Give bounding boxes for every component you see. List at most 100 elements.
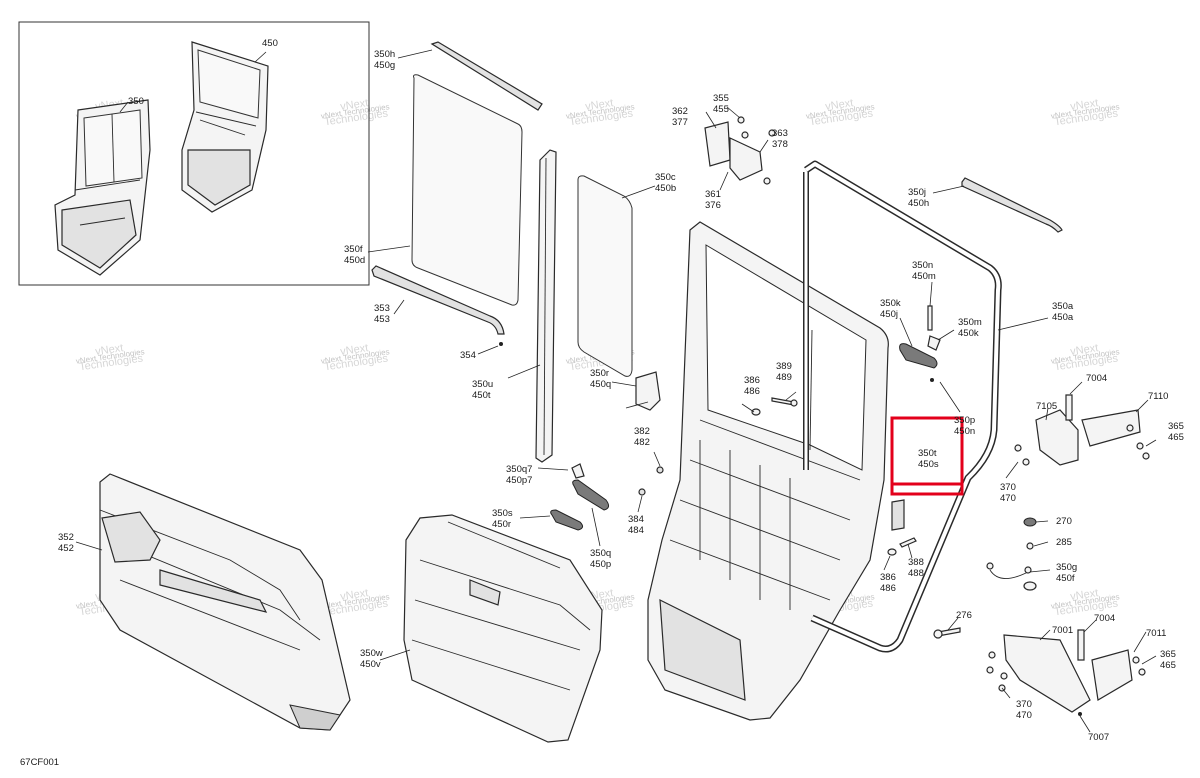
label-465-upper: 465 (1168, 432, 1184, 443)
label-388: 388 (908, 557, 924, 568)
label-450h: 450h (908, 198, 929, 209)
label-450p7: 450p7 (506, 475, 532, 486)
hinge-362 (704, 116, 776, 185)
bolt-388 (887, 537, 917, 556)
grip-350k (899, 305, 941, 382)
callout-labels: 450 350 350h 450g 355 455 362 377 363 37… (20, 38, 1184, 768)
highlight-box (890, 416, 964, 496)
label-386-upper: 386 (744, 375, 760, 386)
label-350h: 350h (374, 49, 395, 60)
screw-354 (499, 342, 503, 346)
label-450j: 450j (880, 309, 898, 320)
label-7007: 7007 (1088, 732, 1109, 743)
label-377: 377 (672, 117, 688, 128)
part-350t (891, 499, 905, 531)
label-450g: 450g (374, 60, 395, 71)
label-276: 276 (956, 610, 972, 621)
label-350q7: 350q7 (506, 464, 532, 475)
label-453: 453 (374, 314, 390, 325)
label-350r: 350r (590, 368, 609, 379)
label-350f: 350f (344, 244, 363, 255)
watermark-line1: vNext (95, 342, 125, 358)
label-484: 484 (628, 525, 644, 536)
hinge-bracket-7011 (986, 629, 1146, 716)
glass-panel-350c (577, 175, 633, 377)
label-382: 382 (634, 426, 650, 437)
label-450: 450 (262, 38, 278, 49)
label-350t: 350t (918, 448, 937, 459)
bolt-389 (751, 397, 798, 416)
label-370-upper: 370 (1000, 482, 1016, 493)
label-361: 361 (705, 189, 721, 200)
label-486-upper: 486 (744, 386, 760, 397)
label-7004-upper: 7004 (1086, 373, 1107, 384)
label-450p: 450p (590, 559, 611, 570)
label-384: 384 (628, 514, 644, 525)
seal-strip-350j (961, 177, 1063, 233)
label-370-lower: 370 (1016, 699, 1032, 710)
label-465-lower: 465 (1160, 660, 1176, 671)
label-365-lower: 365 (1160, 649, 1176, 660)
label-450d: 450d (344, 255, 365, 266)
watermark-line1: vNext (340, 342, 370, 358)
label-350c: 350c (655, 172, 676, 183)
label-450m: 450m (912, 271, 936, 282)
label-350s: 350s (492, 508, 513, 519)
label-7004-lower: 7004 (1094, 613, 1115, 624)
label-354: 354 (460, 350, 476, 361)
label-350n: 350n (912, 260, 933, 271)
bolt-276 (933, 627, 961, 639)
leader-lines (75, 49, 1157, 733)
glass-panel-350f (411, 74, 523, 306)
door-panel-350w (403, 514, 603, 743)
inset-door-450 (181, 41, 269, 213)
label-452: 452 (58, 543, 74, 554)
inset-frame (18, 21, 370, 286)
watermark-line1: vNext (1070, 587, 1100, 603)
label-386-lower: 386 (880, 572, 896, 583)
label-285: 285 (1056, 537, 1072, 548)
latch-350r (625, 371, 664, 496)
label-378: 378 (772, 139, 788, 150)
handle-350q (571, 463, 610, 511)
label-482: 482 (634, 437, 650, 448)
inset-door-350 (54, 99, 151, 276)
label-350j: 350j (908, 187, 926, 198)
watermark-line1: vNext (340, 587, 370, 603)
label-352: 352 (58, 532, 74, 543)
label-365-upper: 365 (1168, 421, 1184, 432)
label-486-lower: 486 (880, 583, 896, 594)
label-350k: 350k (880, 298, 901, 309)
label-450t: 450t (472, 390, 491, 401)
label-450s: 450s (918, 459, 939, 470)
label-450v: 450v (360, 659, 381, 670)
label-7105: 7105 (1036, 401, 1057, 412)
label-350u: 350u (472, 379, 493, 390)
label-7110: 7110 (1148, 391, 1168, 402)
door-seal-frame-350a (803, 160, 1002, 653)
label-350m: 350m (958, 317, 982, 328)
label-450q: 450q (590, 379, 611, 390)
label-362: 362 (672, 106, 688, 117)
label-455: 455 (713, 104, 729, 115)
label-353: 353 (374, 303, 390, 314)
label-488: 488 (908, 568, 924, 579)
label-450a: 450a (1052, 312, 1074, 323)
label-470-upper: 470 (1000, 493, 1016, 504)
label-350w: 350w (360, 648, 383, 659)
label-450r: 450r (492, 519, 511, 530)
watermark-line1: vNext (340, 97, 370, 113)
watermark-line1: vNext (1070, 97, 1100, 113)
label-376: 376 (705, 200, 721, 211)
label-363: 363 (772, 128, 788, 139)
watermark-line1: vNext (1070, 342, 1100, 358)
seal-strip-350h (430, 41, 543, 111)
